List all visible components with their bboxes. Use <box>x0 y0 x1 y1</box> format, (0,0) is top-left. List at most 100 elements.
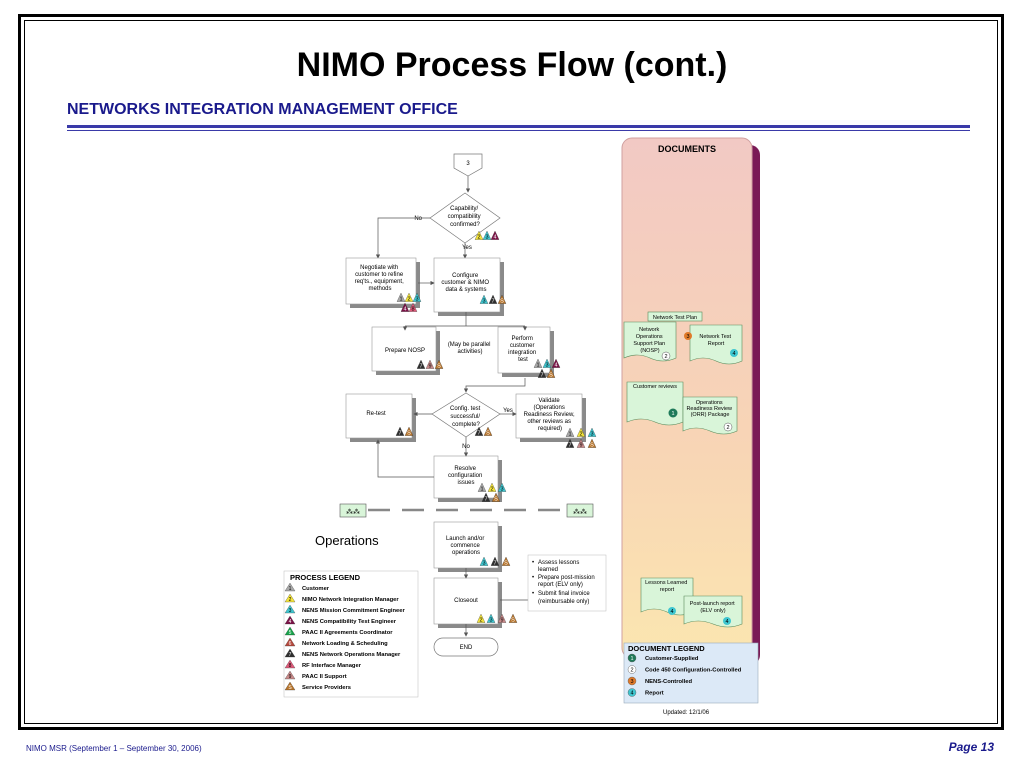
process-legend-label: Network Loading & Scheduling <box>302 641 388 647</box>
process-legend-label: PAAC II Agreements Coordinator <box>302 630 393 636</box>
svg-text:9: 9 <box>500 618 503 624</box>
document-legend-item: 3 NENS-Controlled <box>627 676 692 686</box>
configure-text: Configure customer & NIMO data & systems <box>441 273 490 293</box>
role-badge-3: 3 <box>486 613 496 624</box>
doc-network-test-plan: Network Test Plan <box>653 315 697 321</box>
svg-text:7: 7 <box>491 299 494 305</box>
role-badge-S: S <box>404 426 414 437</box>
svg-text:7: 7 <box>493 561 496 567</box>
document-legend-item: 2 Code 450 Configuration-Controlled <box>627 665 742 674</box>
svg-text:1: 1 <box>671 411 674 417</box>
svg-text:1: 1 <box>399 297 402 303</box>
role-badge-7: 7 <box>395 426 405 437</box>
page-number: Page 13 <box>948 740 994 754</box>
validate-text: Validate (Operations Readiness Review, o… <box>524 398 577 432</box>
role-badge-3: 3 <box>482 230 492 241</box>
doc-network-test-report-text: Network Test Report <box>699 334 732 347</box>
svg-text:S: S <box>407 431 411 437</box>
document-legend-label: Code 450 Configuration-Controlled <box>645 668 742 674</box>
decision-config-text: Config. test successful/ complete? <box>450 406 482 428</box>
svg-text:6: 6 <box>289 641 292 647</box>
role-badge-7: 7 <box>474 426 484 437</box>
svg-text:1: 1 <box>480 487 483 493</box>
role-badge-S: S <box>587 438 597 449</box>
svg-text:2: 2 <box>630 668 633 674</box>
svg-text:3: 3 <box>485 235 488 241</box>
doc-lessons-text: Lessons Learned report <box>645 580 689 593</box>
configure-box <box>433 257 501 313</box>
documents-title: DOCUMENTS <box>658 144 716 154</box>
svg-text:7: 7 <box>419 364 422 370</box>
page-subtitle: NETWORKS INTEGRATION MANAGEMENT OFFICE <box>67 101 458 118</box>
perform-test-box <box>497 326 551 374</box>
svg-text:7: 7 <box>289 652 292 658</box>
svg-text:3: 3 <box>415 297 418 303</box>
role-badge-3: 3 <box>497 482 507 493</box>
role-badge-S: S <box>434 359 444 370</box>
svg-text:2: 2 <box>477 235 480 241</box>
footer-left: NIMO MSR (September 1 – September 30, 20… <box>26 744 202 753</box>
process-legend-label: NENS Network Operations Manager <box>302 652 401 658</box>
closeout-bullets: •Assess lessons learned •Prepare post-mi… <box>532 560 596 605</box>
svg-text:S: S <box>549 373 553 379</box>
role-badge-S: S <box>501 556 511 567</box>
process-legend-label: Customer <box>302 586 330 592</box>
process-legend-item: 7 NENS Network Operations Manager <box>284 648 401 658</box>
role-badge-7: 7 <box>565 438 575 449</box>
svg-text:1: 1 <box>289 586 292 592</box>
svg-text:S: S <box>500 299 504 305</box>
role-badge-7: 7 <box>416 359 426 370</box>
svg-text:4: 4 <box>732 351 735 357</box>
retest-text: Re-test <box>366 411 386 417</box>
svg-text:8: 8 <box>411 307 414 313</box>
role-badge-1: 1 <box>565 427 575 438</box>
svg-text:4: 4 <box>289 619 292 625</box>
role-badge-2: 2 <box>474 230 484 241</box>
svg-text:4: 4 <box>630 691 633 697</box>
document-legend-title: DOCUMENT LEGEND <box>628 644 705 653</box>
svg-text:9: 9 <box>289 674 292 680</box>
negotiate-text: Negotiate with customer to refine req'ts… <box>355 265 406 292</box>
no-label-1: No <box>414 216 422 222</box>
process-legend-item: 1 Customer <box>284 582 330 592</box>
document-legend <box>623 642 759 704</box>
svg-text:S: S <box>486 431 490 437</box>
svg-text:S: S <box>590 443 594 449</box>
process-legend <box>283 570 419 698</box>
perform-test-text: Perform customer integration test <box>508 336 538 363</box>
yes-label-1: Yes <box>462 245 472 251</box>
svg-text:3: 3 <box>545 363 548 369</box>
svg-text:7: 7 <box>477 431 480 437</box>
process-legend-title: PROCESS LEGEND <box>290 573 361 582</box>
role-badge-7: 7 <box>490 556 500 567</box>
header-rule <box>67 125 970 128</box>
role-badge-3: 3 <box>479 556 489 567</box>
process-legend-label: RF Interface Manager <box>302 663 362 669</box>
svg-text:S: S <box>288 685 292 691</box>
updated-date: Updated: 12/1/06 <box>663 710 710 716</box>
process-legend-label: Service Providers <box>302 685 351 691</box>
svg-text:4: 4 <box>725 619 728 625</box>
connector-start-label: 3 <box>466 161 470 167</box>
process-legend-item: S Service Providers <box>284 681 351 691</box>
role-badge-7: 7 <box>488 294 498 305</box>
inner-frame <box>24 20 998 724</box>
document-legend-label: NENS-Controlled <box>645 679 692 685</box>
process-legend-item: 6 Network Loading & Scheduling <box>284 637 388 647</box>
svg-text:2: 2 <box>579 432 582 438</box>
role-badge-1: 1 <box>396 292 406 303</box>
svg-text:7: 7 <box>398 431 401 437</box>
svg-text:2: 2 <box>664 354 667 360</box>
role-badge-S: S <box>491 492 501 503</box>
svg-text:2: 2 <box>289 597 292 603</box>
role-badge-4: 4 <box>490 230 500 241</box>
svg-text:S: S <box>504 561 508 567</box>
role-badge-7: 7 <box>481 492 491 503</box>
prepare-nosp-box <box>371 326 437 372</box>
svg-text:3: 3 <box>630 679 633 685</box>
svg-text:9: 9 <box>579 443 582 449</box>
